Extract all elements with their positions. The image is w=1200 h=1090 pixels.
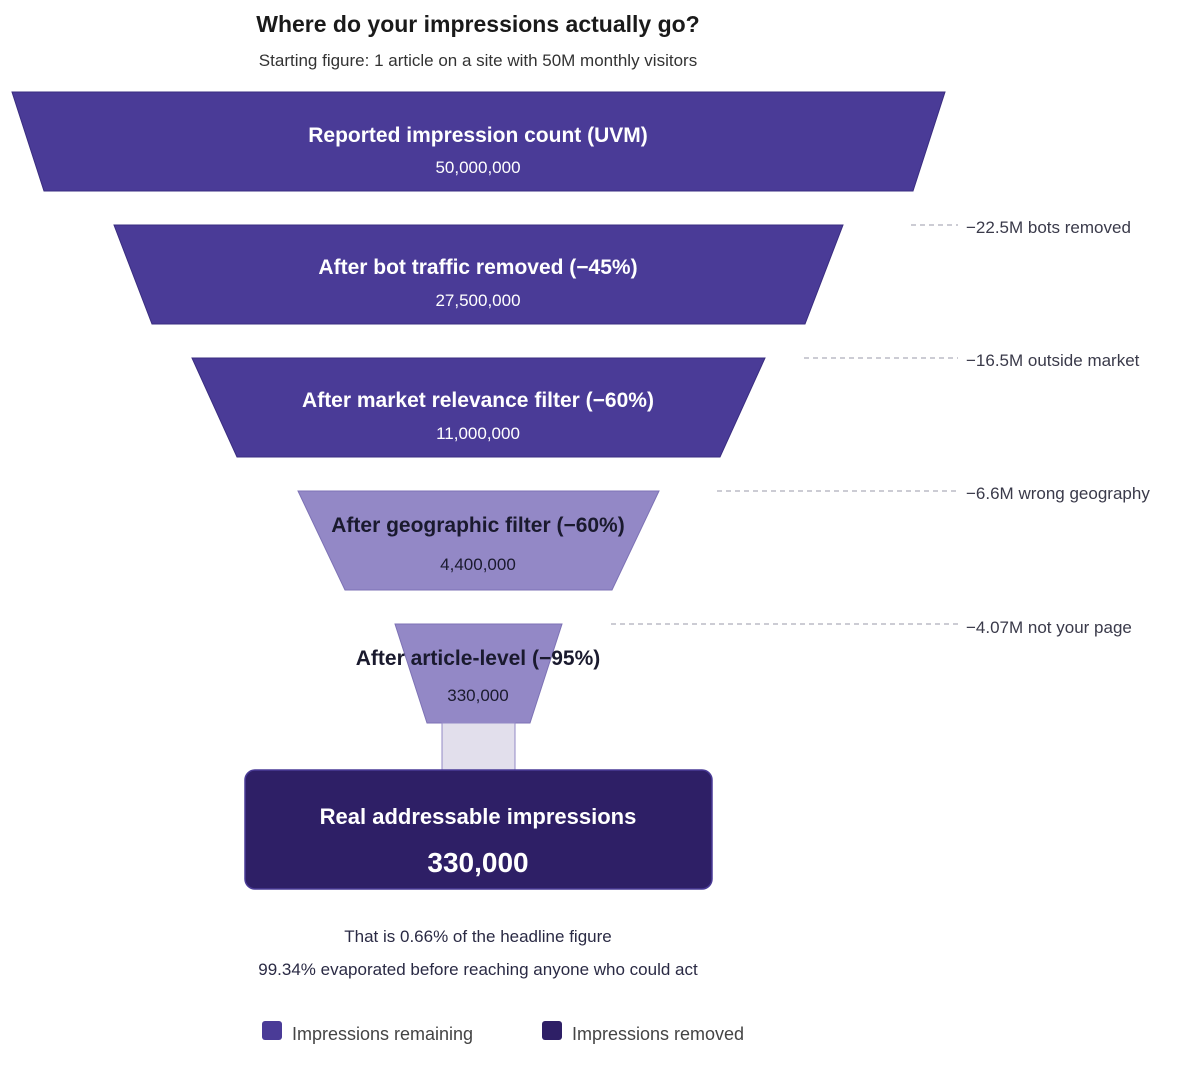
funnel-stage-bot-filter: After bot traffic removed (−45%) 27,500,… — [113, 224, 844, 325]
funnel-stage-label: Reported impression count (UVM) — [308, 124, 648, 147]
result-value: 330,000 — [427, 847, 528, 878]
funnel-stage-value: 330,000 — [447, 686, 508, 705]
funnel-stage-market-filter: After market relevance filter (−60%) 11,… — [191, 357, 766, 458]
annotation-bots: −22.5M bots removed — [911, 218, 1131, 237]
annotation-label: −4.07M not your page — [966, 618, 1132, 637]
legend-label-removed: Impressions removed — [572, 1024, 744, 1044]
annotation-label: −22.5M bots removed — [966, 218, 1131, 237]
funnel-stage-shape — [113, 224, 844, 325]
legend-label-remaining: Impressions remaining — [292, 1024, 473, 1044]
funnel-stage-geo-filter: After geographic filter (−60%) 4,400,000 — [297, 490, 660, 591]
annotation-market: −16.5M outside market — [804, 351, 1140, 370]
funnel-stage-shape — [191, 357, 766, 458]
funnel-stage-label: After bot traffic removed (−45%) — [318, 256, 637, 279]
funnel-stage-shape — [11, 91, 946, 192]
annotation-page: −4.07M not your page — [611, 618, 1132, 637]
funnel-stage-value: 27,500,000 — [435, 291, 520, 310]
annotation-geography: −6.6M wrong geography — [717, 484, 1150, 503]
result-box-shape — [244, 769, 713, 890]
funnel-stage-label: After geographic filter (−60%) — [331, 514, 624, 537]
annotation-label: −16.5M outside market — [966, 351, 1140, 370]
funnel-stage-article-filter: After article-level (−95%) 330,000 — [356, 623, 601, 724]
funnel-stage-value: 11,000,000 — [436, 424, 520, 443]
legend: Impressions remaining Impressions remove… — [262, 1021, 744, 1044]
funnel-stage-shape — [297, 490, 660, 591]
footer-percentage-line: That is 0.66% of the headline figure — [344, 927, 611, 946]
footer-evaporated-line: 99.34% evaporated before reaching anyone… — [258, 960, 698, 979]
diagram-subtitle: Starting figure: 1 article on a site wit… — [259, 51, 697, 70]
diagram-title: Where do your impressions actually go? — [256, 11, 699, 37]
funnel-stage-shape — [394, 623, 563, 724]
legend-swatch-removed — [542, 1021, 562, 1040]
funnel-stage-reported: Reported impression count (UVM) 50,000,0… — [11, 91, 946, 192]
legend-item-removed: Impressions removed — [542, 1021, 744, 1044]
legend-item-remaining: Impressions remaining — [262, 1021, 473, 1044]
funnel-stage-value: 4,400,000 — [440, 555, 516, 574]
legend-swatch-remaining — [262, 1021, 282, 1040]
funnel-connector — [441, 722, 516, 772]
funnel-stage-label: After article-level (−95%) — [356, 647, 601, 670]
result-label: Real addressable impressions — [320, 804, 637, 829]
funnel-stage-value: 50,000,000 — [435, 158, 520, 177]
annotation-label: −6.6M wrong geography — [966, 484, 1150, 503]
funnel-stage-label: After market relevance filter (−60%) — [302, 389, 654, 412]
result-box: Real addressable impressions 330,000 — [244, 769, 713, 890]
